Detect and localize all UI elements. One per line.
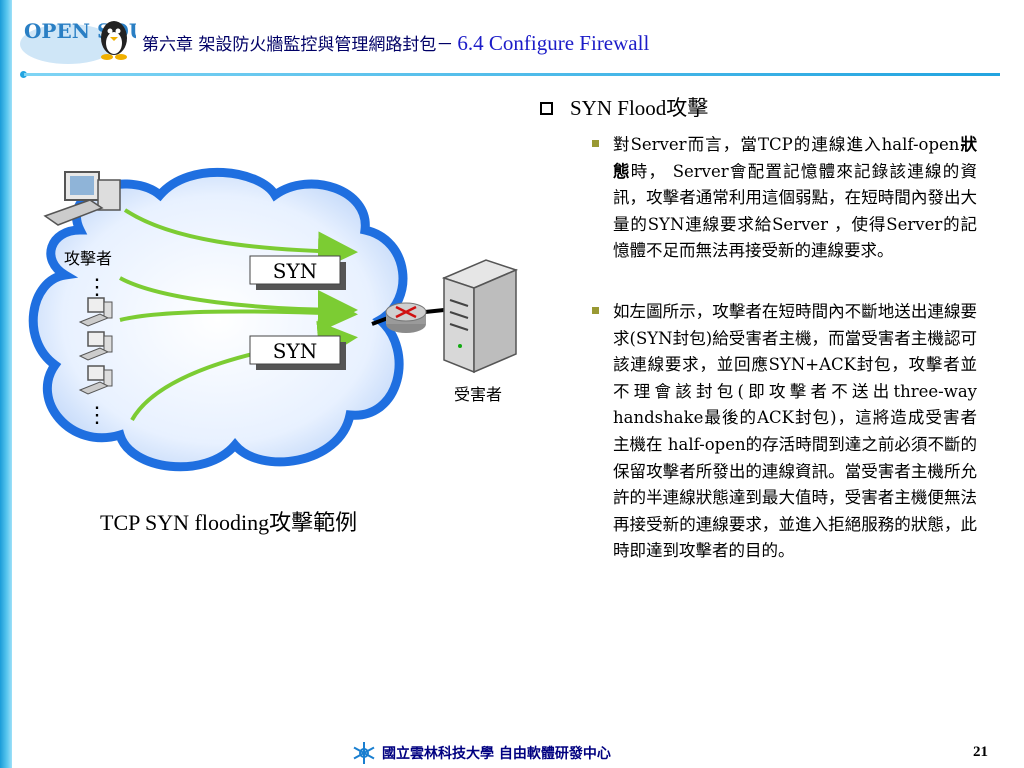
footer: 國立雲林科技大學 自由軟體研發中心 (352, 741, 611, 765)
chapter-title: 第六章 架設防火牆監控與管理網路封包－ (142, 35, 454, 55)
heading-row: SYN Flood攻擊 (540, 92, 1000, 122)
victim-label: 受害者 (454, 385, 502, 404)
paragraph-1-bold: 狀態 (613, 135, 978, 181)
victim-server-icon (441, 259, 519, 374)
zombie-computer-icon-3 (78, 365, 113, 395)
bullet-item-1: 對Server而言，當TCP的連線進入half-open狀態時， Server會… (592, 132, 1000, 265)
network-cloud (28, 167, 408, 472)
open-source-logo: OPEN SOURCE (20, 19, 136, 64)
syn-arrow-1 (123, 208, 358, 272)
left-accent-bar (0, 0, 12, 768)
paragraph-1-part-b: 時， Server會配置記憶體來記錄該連線的資訊，攻擊者通常利用這個弱點，在短時… (613, 161, 977, 261)
header-line-dot (20, 71, 27, 78)
section-title: 6.4 Configure Firewall (457, 31, 650, 55)
attacker-computer-icon (43, 171, 121, 226)
diagram-caption: TCP SYN flooding攻擊範例 (100, 510, 358, 535)
syn-label-1: SYN (273, 259, 317, 283)
square-bullet-icon (592, 306, 599, 314)
link-line (371, 316, 389, 326)
zombie-computer-icon-2 (78, 331, 113, 361)
footer-organization: 國立雲林科技大學 自由軟體研發中心 (382, 746, 611, 762)
zombie-computer-icon-1 (78, 297, 113, 327)
section-heading: SYN Flood攻擊 (570, 96, 709, 120)
page-number: 21 (973, 744, 988, 760)
syn-arrow-3 (119, 292, 358, 333)
syn-flood-diagram: 攻擊者 ⋮ ⋮ SYN SYN (28, 167, 519, 472)
square-bullet-icon (592, 140, 599, 147)
square-bullet-icon (540, 101, 553, 115)
bullet-item-2: 如左圖所示，攻擊者在短時間內不斷地送出連線要求(SYN封包)給受害者主機，而當受… (592, 299, 1000, 565)
attacker-label: 攻擊者 (64, 249, 112, 268)
syn-arrow-2 (119, 276, 358, 330)
header-divider (24, 73, 1000, 76)
page-header: 第六章 架設防火牆監控與管理網路封包－6.4 Configure Firewal… (142, 30, 649, 56)
content-column: SYN Flood攻擊 對Server而言，當TCP的連線進入half-open… (540, 92, 1000, 565)
ellipsis-bottom: ⋮ (86, 403, 108, 428)
paragraph-1: 對Server而言，當TCP的連線進入half-open狀態時， Server會… (613, 132, 977, 265)
link-line-2 (424, 308, 445, 314)
ellipsis-top: ⋮ (86, 275, 108, 300)
paragraph-1-part-a: 對Server而言，當TCP的連線進入half-open (613, 135, 960, 154)
syn-label-box-2: SYN (249, 335, 346, 370)
router-icon (385, 302, 427, 333)
paragraph-2: 如左圖所示，攻擊者在短時間內不斷地送出連線要求(SYN封包)給受害者主機，而當受… (613, 301, 977, 561)
syn-label-box-1: SYN (249, 255, 346, 290)
snowflake-icon (353, 742, 375, 764)
syn-label-2: SYN (273, 339, 317, 363)
